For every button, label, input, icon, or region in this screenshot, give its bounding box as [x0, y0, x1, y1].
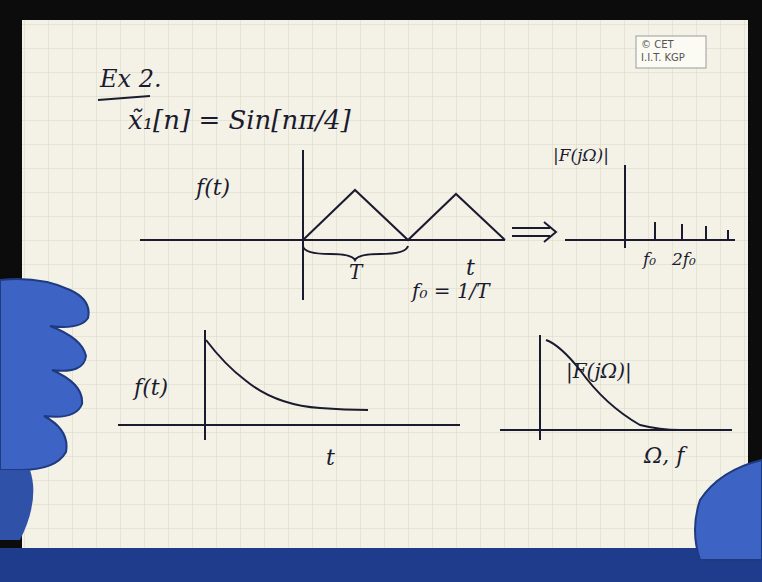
gloved-hand: [0, 470, 33, 540]
axis-label: f(t): [134, 376, 168, 400]
formula: f₀ = 1/T: [412, 280, 490, 302]
axis-label: t: [326, 446, 335, 470]
tick-label: 2f₀: [672, 250, 696, 269]
gloved-hand: [695, 460, 762, 560]
watermark: I.I.T. KGP: [641, 52, 685, 63]
paper: [22, 20, 748, 548]
axis-label: |F(jΩ)|: [553, 146, 609, 165]
axis-label: t: [466, 256, 475, 280]
watermark-box: [636, 36, 706, 68]
tick-label: f₀: [643, 250, 656, 269]
grid: [22, 20, 748, 548]
axis-label: |F(jΩ)|: [566, 360, 632, 382]
line-spectrum: [565, 165, 735, 248]
underline: [98, 96, 150, 100]
triangle-wave-plot: [140, 150, 505, 300]
desk-edge: [0, 548, 762, 582]
period-label: T: [349, 261, 362, 283]
example-heading: Ex 2.: [100, 66, 162, 92]
gloved-hand: [0, 279, 89, 470]
decay-plot: [118, 330, 460, 440]
continuous-spectrum: [500, 335, 732, 440]
axis-label: Ω, f: [644, 444, 684, 468]
formula: x̃₁[n] = Sin[nπ/4]: [128, 106, 351, 135]
watermark: © CET: [641, 39, 674, 50]
implies-arrow: [512, 222, 556, 242]
axis-label: f(t): [196, 176, 230, 200]
